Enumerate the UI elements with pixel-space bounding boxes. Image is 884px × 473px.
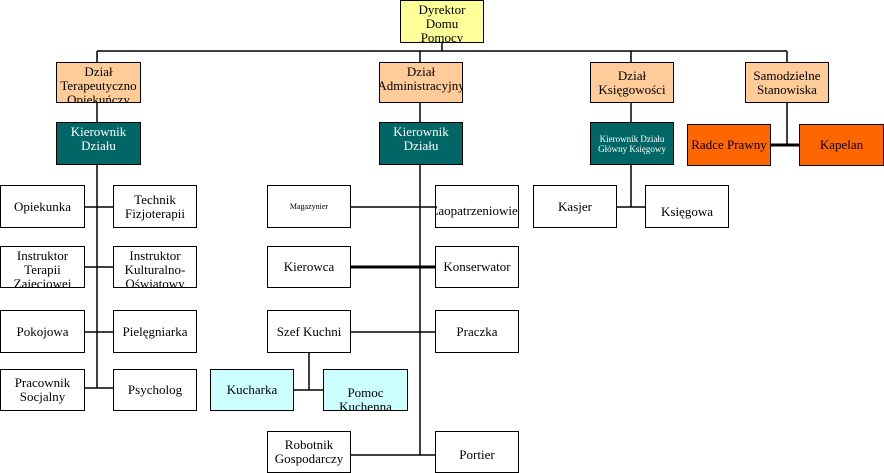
head-therapy-box: Kierownik Działu (56, 122, 141, 165)
staff-pracownik-label: Pracownik Socjalny (14, 375, 71, 404)
staff-instruktor-kult-box: Instruktor Kulturalno-Oświatowy (113, 246, 197, 288)
head-accounting-label: Kierownik Działu Główny Księgowy (598, 133, 666, 154)
staff-konserwator-box: Konserwator (435, 246, 519, 288)
staff-robotnik-label: Robotnik Gospodarczy (274, 437, 344, 466)
staff-ksiegowa-label: Księgowa (661, 203, 713, 219)
staff-pokojowa-box: Pokojowa (0, 310, 85, 353)
department-therapy-label: Dział Terapeutyczno Opiekuńczy (60, 64, 137, 103)
staff-szef-kuchni-label: Szef Kuchni (276, 323, 342, 339)
staff-psycholog-box: Psycholog (113, 369, 197, 411)
head-therapy-label: Kierownik Działu (70, 124, 127, 153)
department-accounting-label: Dział Księgowości (598, 67, 666, 97)
chaplain-label: Kapelan (819, 137, 864, 152)
head-admin-box: Kierownik Działu (379, 122, 463, 165)
staff-psycholog-label: Psycholog (127, 382, 183, 397)
staff-kierowca-box: Kierowca (267, 246, 351, 288)
legal-advisor-label: Radce Prawny (691, 137, 767, 152)
legal-advisor-box: Radce Prawny (687, 124, 771, 166)
head-accounting-box: Kierownik Działu Główny Księgowy (590, 122, 674, 165)
staff-kasjer-box: Kasjer (533, 185, 617, 228)
staff-kucharka-label: Kucharka (226, 382, 278, 397)
staff-portier-label: Portier (459, 447, 495, 462)
department-therapy-box: Dział Terapeutyczno Opiekuńczy (56, 62, 141, 103)
staff-instruktor-terapii-box: Instruktor Terapii Zajęciowej (0, 246, 85, 288)
staff-opiekunka-label: Opiekunka (13, 198, 72, 214)
staff-pielegniarka-label: Pielęgniarka (122, 323, 188, 339)
staff-kierowca-label: Kierowca (283, 259, 335, 274)
staff-magazynier-label: Magazynier (289, 202, 329, 211)
department-admin-box: Dział Administracyjny (379, 62, 463, 103)
staff-kasjer-label: Kasjer (558, 198, 592, 214)
staff-instruktor-kult-label: Instruktor Kulturalno-Oświatowy (124, 248, 186, 288)
staff-instruktor-terapii-label: Instruktor Terapii Zajęciowej (13, 248, 72, 288)
staff-konserwator-label: Konserwator (443, 259, 511, 274)
department-accounting-box: Dział Księgowości (590, 62, 674, 103)
staff-szef-kuchni-box: Szef Kuchni (267, 310, 351, 353)
director-label: Dyrektor Domu Pomocy Społecznej (418, 2, 466, 43)
staff-magazynier-box: Magazynier (267, 185, 351, 228)
staff-robotnik-box: Robotnik Gospodarczy (267, 431, 351, 473)
staff-zaopatrzeniowiec-box: Zaopatrzeniowiec (435, 185, 519, 228)
department-independent-box: Samodzielne Stanowiska (745, 62, 829, 103)
head-admin-label: Kierownik Działu (393, 124, 449, 153)
staff-technik-label: Technik Fizjoterapii (125, 191, 185, 221)
department-independent-label: Samodzielne Stanowiska (753, 67, 821, 97)
chaplain-box: Kapelan (799, 124, 884, 166)
department-admin-label: Dział Administracyjny (379, 64, 463, 93)
staff-zaopatrzeniowiec-label: Zaopatrzeniowiec (435, 203, 519, 218)
staff-ksiegowa-box: Księgowa (645, 185, 729, 228)
staff-pomoc-kuchenna-box: Pomoc Kuchenna (323, 369, 408, 411)
staff-praczka-box: Praczka (435, 310, 519, 353)
staff-pracownik-box: Pracownik Socjalny (0, 369, 85, 411)
staff-kucharka-box: Kucharka (210, 369, 294, 411)
director-box: Dyrektor Domu Pomocy Społecznej (400, 0, 484, 43)
staff-pokojowa-label: Pokojowa (16, 323, 69, 339)
staff-pomoc-kuchenna-label: Pomoc Kuchenna (339, 385, 392, 411)
staff-portier-box: Portier (435, 431, 519, 473)
staff-opiekunka-box: Opiekunka (0, 185, 85, 228)
staff-pielegniarka-box: Pielęgniarka (113, 310, 197, 353)
staff-technik-box: Technik Fizjoterapii (113, 185, 197, 228)
staff-praczka-label: Praczka (456, 323, 498, 339)
